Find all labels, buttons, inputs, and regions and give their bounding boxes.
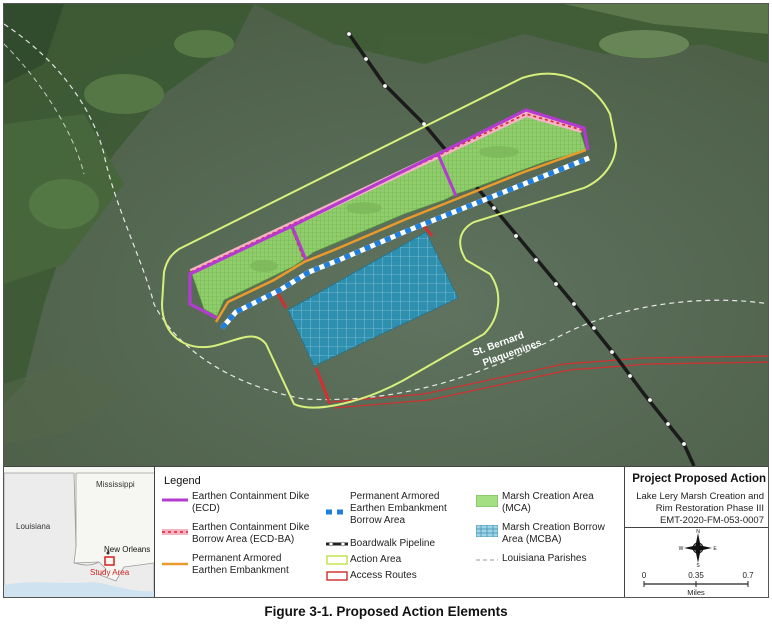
marsh-creation-area: [191, 111, 587, 317]
scale-unit: Miles: [687, 588, 705, 597]
permanent-armored-embankment: [214, 148, 587, 323]
legend-label-access-routes: Access Routes: [350, 570, 417, 581]
parish-boundary: [4, 23, 768, 401]
title-block-line-2: Rim Restoration Phase III: [655, 503, 764, 514]
scale-tick-2: 0.7: [742, 571, 754, 580]
title-block-line-3: EMT-2020-FM-053-0007: [659, 515, 764, 526]
compass-n: N: [696, 529, 700, 535]
inset-label-study-area: Study Area: [90, 568, 130, 577]
legend-symbol-ecd: [162, 498, 188, 502]
legend-label-armored-embankment: Permanent Armored Earthen Embankment: [192, 553, 289, 576]
legend-symbol-ecd-ba: [162, 529, 188, 535]
main-map: St. Bernard Plaquemines: [4, 4, 768, 466]
inset-label-mississippi: Mississippi: [96, 480, 135, 489]
compass-s: S: [696, 563, 700, 567]
title-block: Project Proposed Action Lake Lery Marsh …: [624, 467, 768, 597]
ecd-borrow-area: [190, 113, 583, 273]
scale-bar: 0 0.35 0.7 Miles: [642, 571, 754, 597]
legend-symbol-access-routes: [326, 571, 348, 581]
legend-symbol-mcba: [476, 525, 498, 537]
legend-title: Legend: [164, 475, 201, 487]
parish-boundary-secondary: [4, 43, 85, 175]
legend-label-action-area: Action Area: [350, 554, 402, 565]
title-block-title: Project Proposed Action: [632, 473, 766, 485]
legend-symbol-armored-embankment: [162, 562, 188, 566]
boardwalk-pipeline: [347, 32, 696, 466]
legend-symbol-parishes: [476, 559, 498, 561]
map-frame: St. Bernard Plaquemines Mississippi Loui…: [3, 3, 769, 598]
north-arrow-icon: N S E W: [679, 529, 718, 567]
legend-label-ecd-ba: Earthen Containment Dike Borrow Area (EC…: [192, 522, 310, 545]
inset-map: Mississippi Louisiana New Orleans Study …: [4, 467, 155, 597]
scale-tick-0: 0: [642, 571, 647, 580]
inset-label-new-orleans: New Orleans: [104, 545, 150, 554]
legend-label-ecd: Earthen Containment Dike (ECD): [192, 491, 310, 514]
earthen-containment-dike: [188, 108, 590, 320]
legend-symbol-embankment-borrow: [326, 509, 348, 515]
study-area-marker: [104, 556, 115, 566]
earthen-containment-dike-cross: [290, 153, 458, 261]
marsh-land: [4, 4, 768, 444]
title-block-line-1: Lake Lery Marsh Creation and: [636, 491, 764, 502]
legend-label-boardwalk-pipeline: Boardwalk Pipeline: [350, 538, 436, 549]
legend-label-mca: Marsh Creation Area (MCA): [502, 491, 594, 514]
marsh-creation-borrow-area: [287, 231, 459, 367]
scale-tick-1: 0.35: [688, 571, 704, 580]
compass-e: E: [713, 546, 717, 552]
legend-symbol-action-area: [326, 555, 348, 565]
figure-caption: Figure 3-1. Proposed Action Elements: [264, 604, 508, 619]
legend-symbol-mca: [476, 495, 498, 507]
embankment-borrow-area: [220, 155, 590, 330]
legend-symbol-boardwalk-pipeline: [326, 541, 348, 547]
legend-label-embankment-borrow: Permanent Armored Earthen Embankment Bor…: [350, 491, 447, 526]
legend: Legend Earthen Containment Dike (ECD) Ea…: [154, 467, 625, 597]
legend-label-mcba: Marsh Creation Borrow Area (MCBA): [502, 522, 605, 545]
legend-label-parishes: Louisiana Parishes: [502, 553, 587, 564]
compass-w: W: [679, 546, 684, 552]
title-block-divider: [624, 527, 768, 528]
pipeline-nodes: [346, 31, 687, 447]
bottom-panel: Mississippi Louisiana New Orleans Study …: [4, 466, 768, 597]
inset-label-louisiana: Louisiana: [16, 522, 51, 531]
action-area: [160, 72, 618, 409]
